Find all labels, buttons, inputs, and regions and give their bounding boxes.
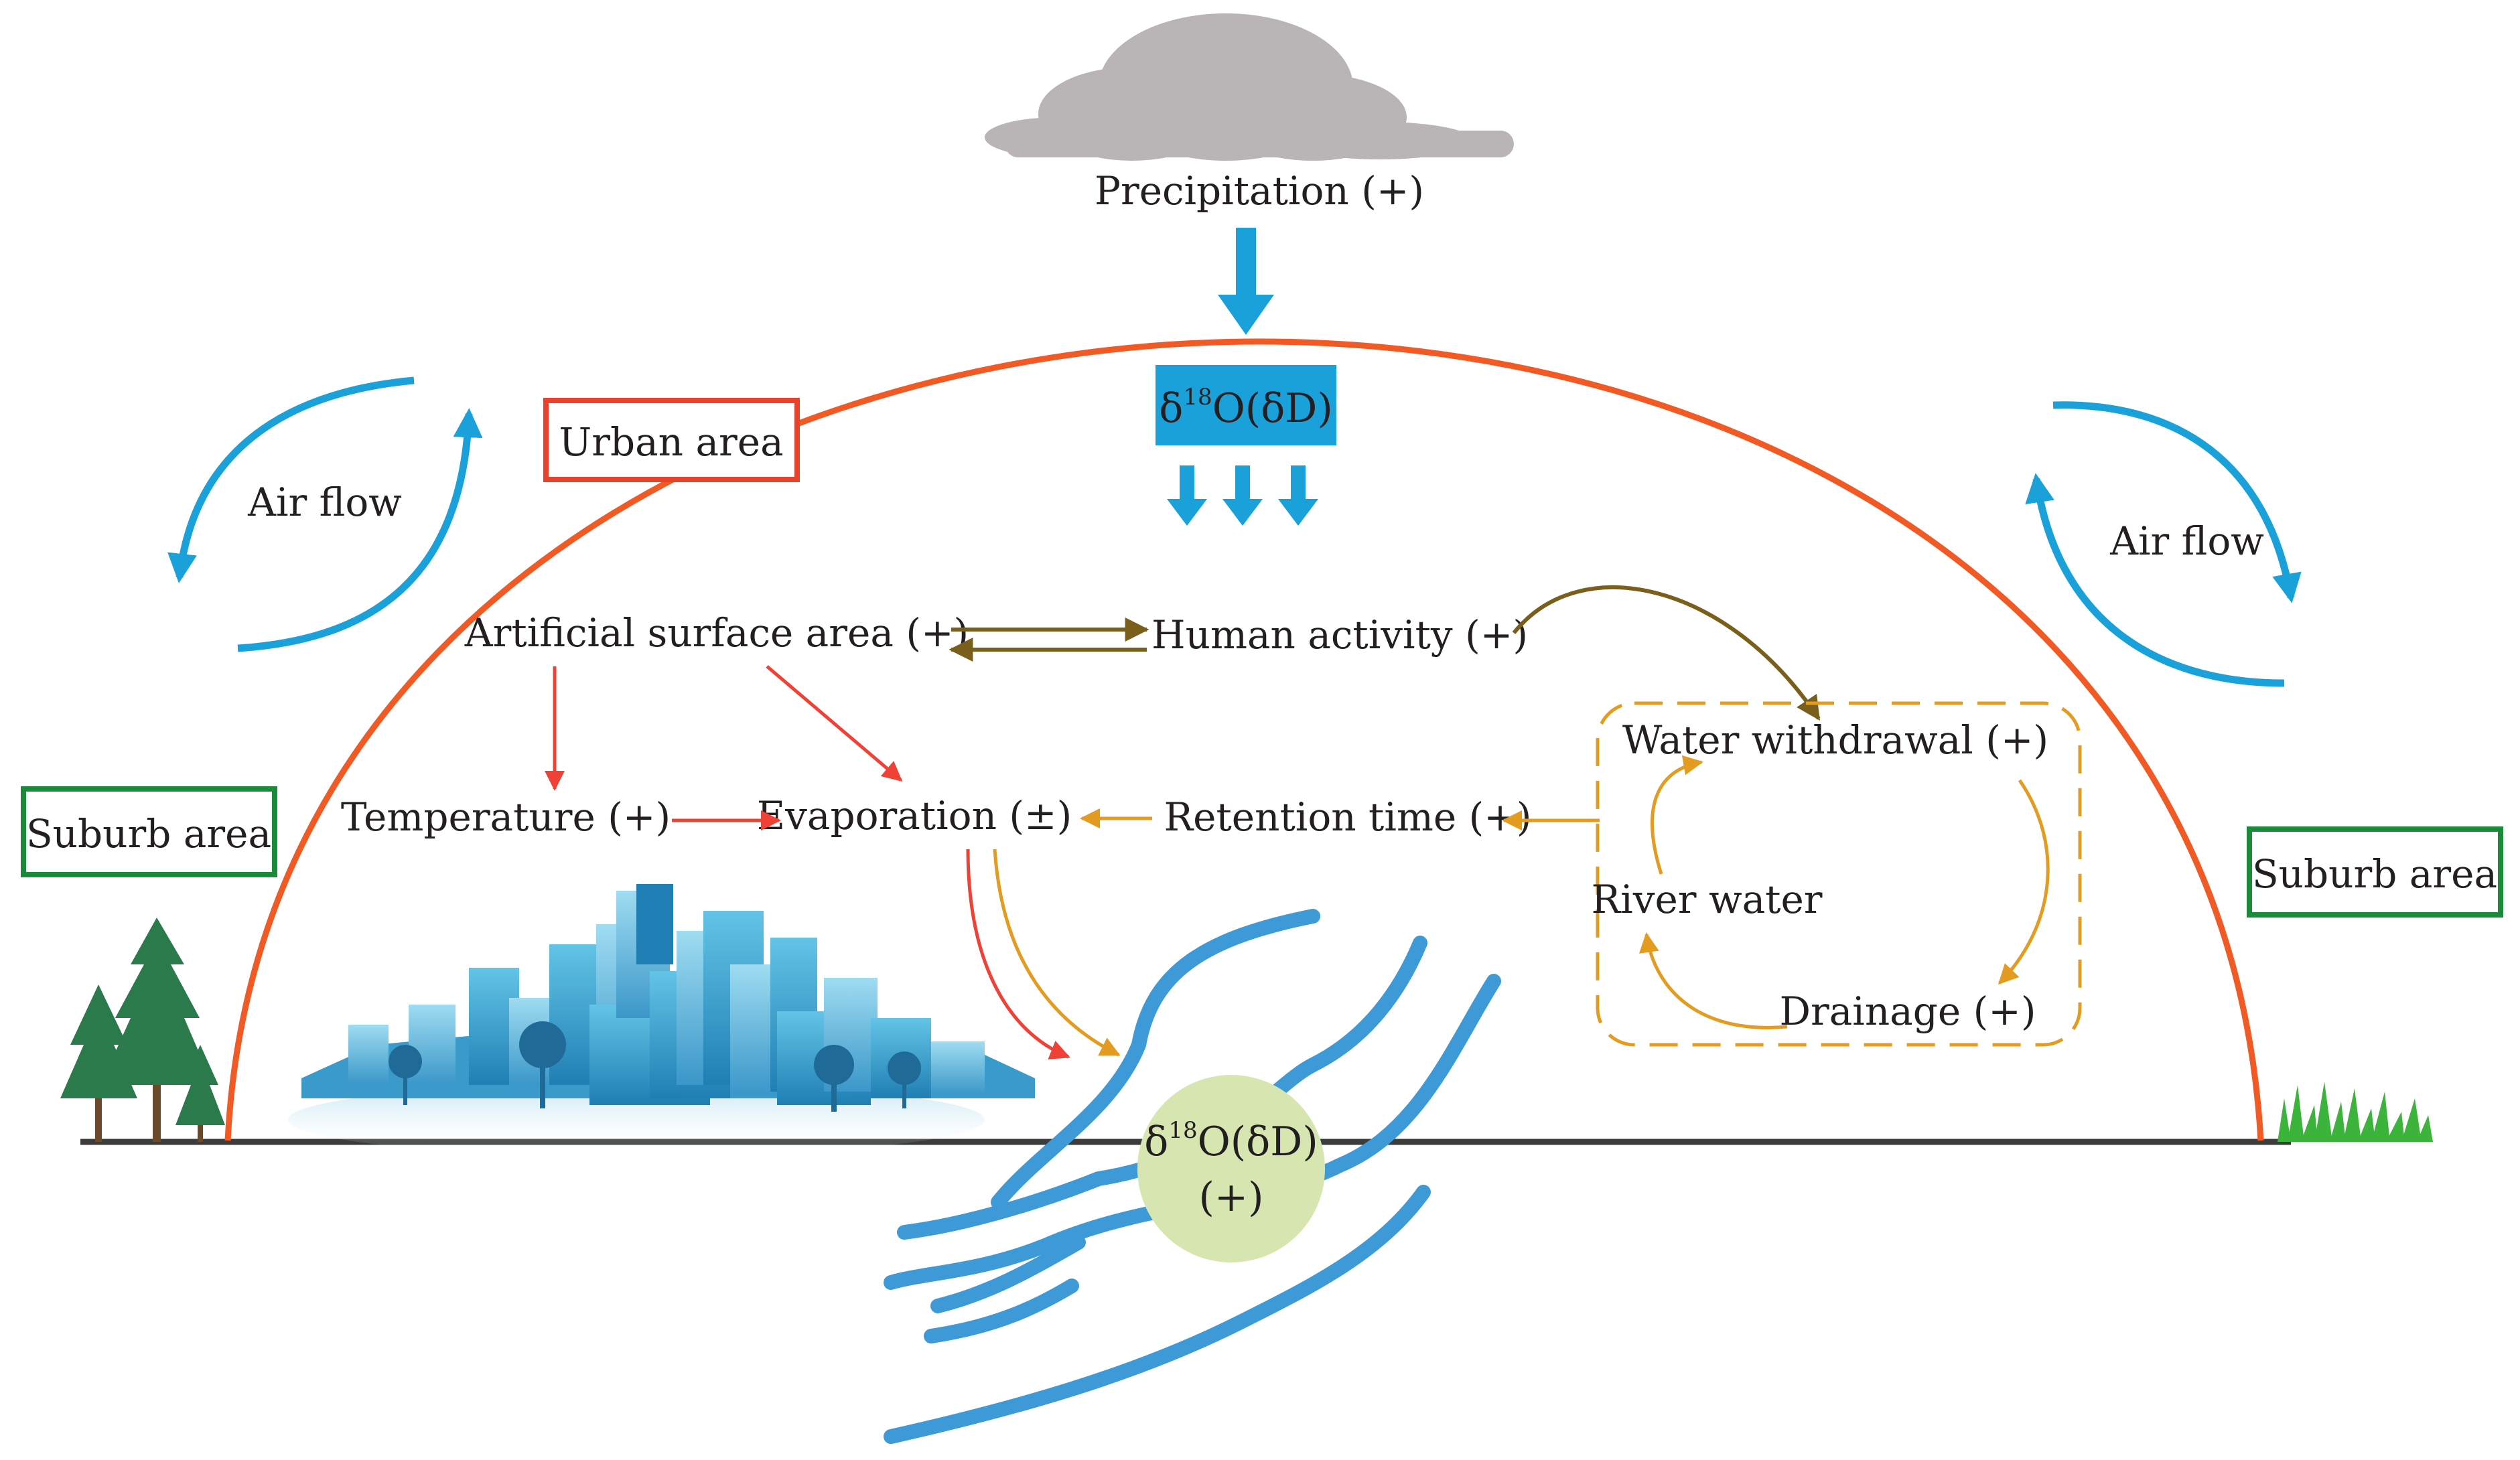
air-flow-right-label: Air flow (2109, 518, 2264, 564)
air-flow-left-arrows (167, 376, 483, 652)
urban-dome-arc (224, 338, 2264, 1141)
precipitation-arrow (1218, 228, 1274, 335)
cloud-icon (985, 13, 1514, 161)
evaporation-to-river-orange-arrow (993, 849, 1121, 1057)
river-isotope-circle: δ18O(δD) (+) (1137, 1075, 1325, 1262)
suburb-area-left-box: Suburb area (21, 786, 277, 877)
isotope-input-box: δ18O(δD) (1156, 365, 1336, 445)
grass-icon (2278, 1082, 2433, 1142)
city-skyline-icon (288, 884, 1035, 1157)
river-system-dashed-box (1596, 701, 2082, 1047)
svg-text:(+): (+) (1198, 1174, 1263, 1221)
human-to-withdrawal-arrow (1512, 585, 1821, 721)
withdrawal-to-drainage-arrow (1998, 779, 2050, 985)
svg-text:δ18O(δD): δ18O(δD) (1144, 1117, 1318, 1165)
svg-text:Urban area: Urban area (559, 419, 783, 465)
svg-text:Suburb area: Suburb area (2252, 851, 2497, 897)
temperature-label: Temperature (+) (341, 794, 671, 840)
drainage-label: Drainage (+) (1779, 989, 2036, 1034)
human-activity-label: Human activity (+) (1151, 612, 1528, 658)
retention-time-label: Retention time (+) (1164, 794, 1531, 840)
evaporation-to-river-red-arrow (966, 849, 1070, 1060)
drainage-to-river-arrow (1638, 932, 1788, 1029)
evaporation-label: Evaporation (±) (757, 793, 1072, 838)
air-flow-left-label: Air flow (247, 480, 402, 525)
water-withdrawal-label: Water withdrawal (+) (1622, 717, 2048, 763)
river-to-withdrawal-arrow (1651, 755, 1703, 875)
svg-text:Suburb area: Suburb area (26, 811, 271, 857)
evergreen-trees-icon (60, 918, 225, 1142)
isotope-down-arrows (1167, 465, 1318, 526)
urban-area-label-box: Urban area (543, 398, 800, 482)
svg-text:δ18O(δD): δ18O(δD) (1159, 384, 1333, 432)
air-flow-right-arrows (2025, 401, 2302, 687)
suburb-area-right-box: Suburb area (2247, 826, 2503, 918)
artificial-surface-label: Artificial surface area (+) (464, 610, 969, 656)
river-water-label: River water (1591, 877, 1822, 922)
precipitation-label: Precipitation (+) (1095, 168, 1424, 214)
surface-to-evaporation-arrow (766, 665, 903, 782)
